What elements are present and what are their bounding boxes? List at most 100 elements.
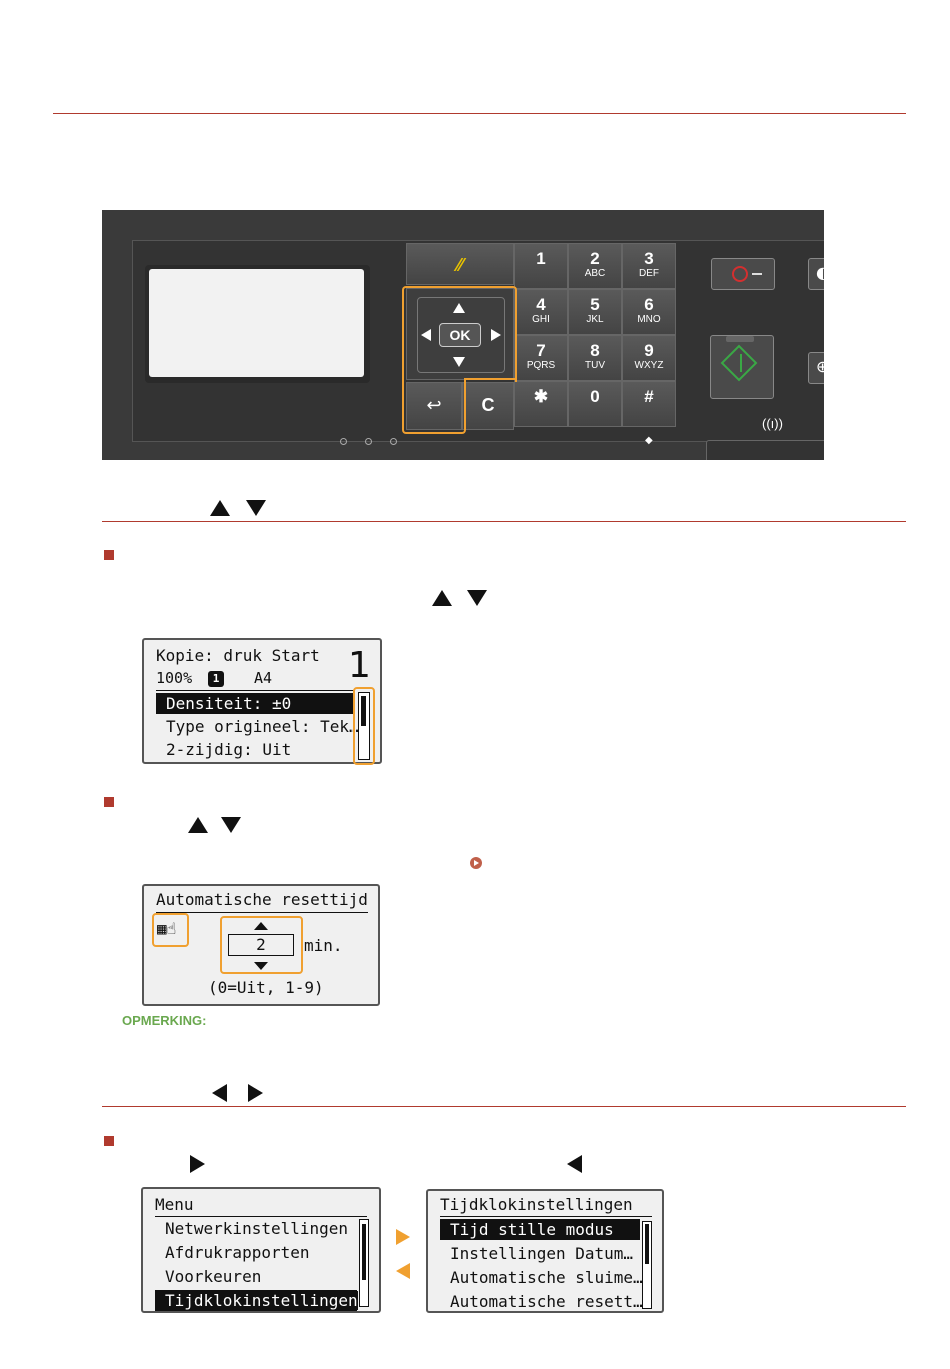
key-digit: # [644,387,654,406]
keypad-touch-icon: ▦☝ [157,919,177,938]
key-star[interactable]: ✱ [514,381,568,427]
screen-title: Automatische resettijd [156,890,368,909]
key-letters: DEF [639,268,659,279]
stop-key[interactable] [711,258,775,290]
range-label: (0=Uit, 1-9) [208,978,324,997]
copy-zoom: 100% [156,669,193,687]
note-label: OPMERKING: [122,1013,207,1028]
key-letters: ABC [584,268,606,279]
copy-count: 1 [348,645,371,686]
copy-status: Kopie: druk Start [156,646,320,665]
panel-display [145,265,370,383]
panel-slot [706,440,824,460]
key-hash[interactable]: # [622,381,676,427]
down-arrow-icon [246,500,266,516]
key-digit: 1 [536,249,546,268]
key-digit: ✱ [533,387,549,406]
key-digit: 4 [536,295,546,314]
right-arrow-key[interactable] [491,329,501,341]
value-field: 2 [228,934,294,956]
left-arrow-key[interactable] [421,329,431,341]
scrollbar [358,692,370,760]
list-item-selected: Tijd stille modus [450,1220,614,1239]
lcd-timer-screen: Tijdklokinstellingen Tijd stille modus I… [426,1189,664,1313]
diamond-icon: ◆ [645,435,653,446]
list-item-selected: Tijdklokinstellingen [165,1291,358,1310]
globe-icon: ⊕ [816,357,824,376]
link-arrow-icon[interactable] [470,857,482,869]
up-arrow-icon [188,817,208,833]
back-key[interactable]: ↩ [406,382,462,430]
key-digit: 0 [590,387,600,406]
up-arrow-icon [210,500,230,516]
lcd-menu-screen: Menu Netwerkinstellingen Afdrukrapporten… [141,1187,381,1313]
indicator-dot [340,438,347,445]
left-arrow-icon [567,1155,582,1173]
ok-key[interactable]: OK [439,323,481,347]
back-arrow-icon [396,1263,410,1279]
down-arrow-icon [221,817,241,833]
back-highlight [402,378,466,434]
scrollbar-highlight [353,687,375,765]
key-letters: PQRS [526,360,556,371]
left-arrow-icon [212,1084,227,1102]
key-letters: TUV [585,360,605,371]
list-item: 2-zijdig: Uit [166,740,292,759]
stop-icon [732,266,748,282]
scrollbar [642,1221,652,1309]
bullet-square [104,797,114,807]
value-highlight [220,916,303,974]
down-arrow-key[interactable] [453,357,465,367]
key-letters: JKL [586,314,604,325]
list-item: Afdrukrapporten [165,1243,310,1262]
start-key[interactable] [710,335,774,399]
clear-key[interactable]: C [462,382,514,430]
power-key[interactable]: ◐ [808,258,824,290]
back-icon: ↩ [426,395,442,415]
nav-highlight [402,286,517,382]
key-digit: 6 [644,295,654,314]
header-rule [53,113,906,114]
list-item: Instellingen Datum… [450,1244,634,1263]
scrollbar [359,1219,369,1307]
lcd-copy-screen: Kopie: druk Start 1 100% 1 A4 Densiteit:… [142,638,382,765]
bullet-square [104,1136,114,1146]
up-arrow-icon [432,590,452,606]
forward-arrow-icon [396,1229,410,1245]
power-icon: ◐ [816,263,824,282]
bullet-square [104,550,114,560]
screen-title: Menu [155,1195,194,1214]
up-arrow-key[interactable] [453,303,465,313]
start-icon [720,344,758,382]
key-digit: 3 [644,249,654,268]
lcd-reset-screen: Automatische resettijd ▦☝ 2 min. (0=Uit,… [142,884,380,1006]
reset-key[interactable]: ⁄⁄ [406,243,514,285]
list-item: Densiteit: ±0 [166,694,292,713]
key-digit: 7 [536,341,546,360]
language-key[interactable]: ⊕ [808,352,824,384]
list-item: Automatische resett… [450,1292,643,1311]
list-item: Voorkeuren [165,1267,262,1286]
reset-icon: ⁄⁄ [456,255,463,275]
key-1[interactable]: 1 [514,243,568,289]
screen-title: Tijdklokinstellingen [440,1195,633,1214]
down-arrow-icon [254,962,268,970]
tray-icon: 1 [208,671,224,687]
key-digit: 5 [590,295,600,314]
wifi-icon: ((ı)) [762,416,783,431]
nav-pad: OK [406,288,514,380]
up-arrow-icon [254,922,268,930]
indicator-dot [390,438,397,445]
right-arrow-icon [248,1084,263,1102]
key-0[interactable]: 0 [568,381,622,427]
list-item: Automatische sluime… [450,1268,643,1287]
